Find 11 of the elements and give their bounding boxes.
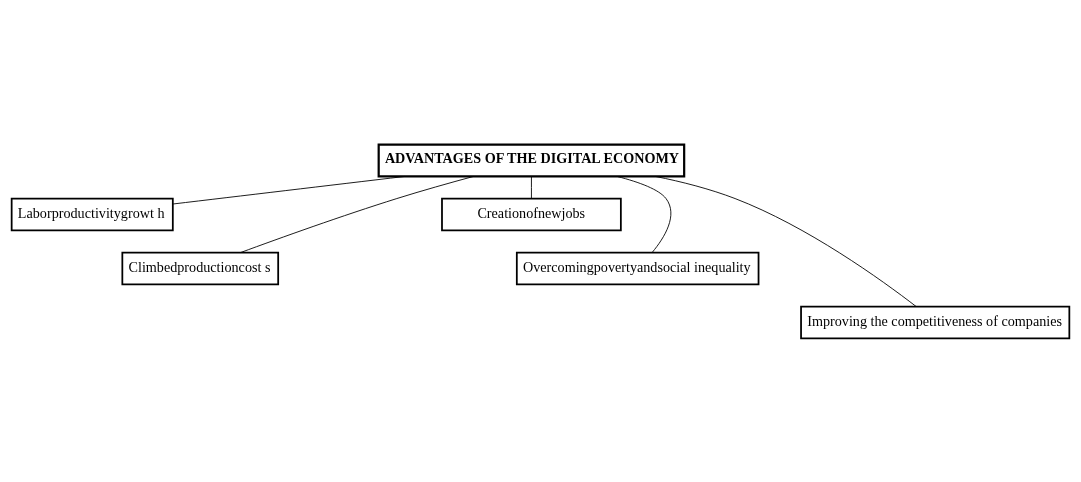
node-box: Creationofnewjobs (441, 197, 622, 231)
node-box: Climbedproductioncost s (121, 251, 280, 285)
connector (240, 175, 474, 253)
connector (172, 175, 406, 204)
connector (654, 175, 917, 307)
node-box: Overcomingpovertyandsocial inequality (515, 251, 760, 285)
connector (530, 175, 532, 199)
node-box: ADVANTAGES OF THE DIGITAL ECONOMY (377, 142, 686, 178)
connector (616, 175, 672, 253)
node-box: Improving the competitiveness of companies (800, 305, 1071, 339)
node-box: Laborproductivitygrowt h (10, 197, 174, 231)
